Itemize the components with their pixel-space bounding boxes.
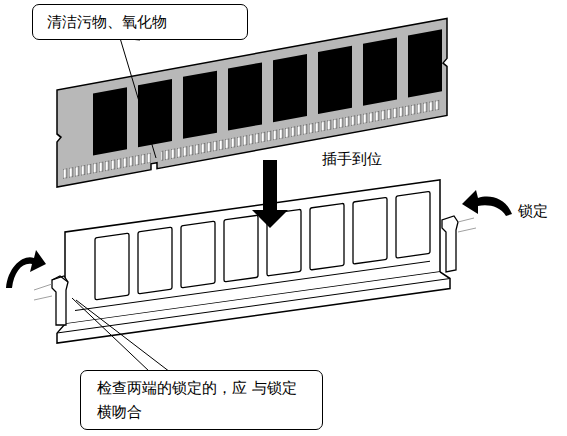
memory-slot	[57, 179, 450, 344]
memory-chip	[138, 79, 172, 147]
slot-latch	[34, 216, 476, 325]
slot-window	[95, 233, 129, 300]
memory-chip	[363, 38, 397, 106]
leader-line	[120, 38, 156, 158]
memory-chip	[93, 87, 127, 155]
slot-window	[396, 191, 430, 258]
rotate-arrow	[6, 250, 46, 288]
memory-chip	[273, 54, 307, 122]
rotate-arrow	[462, 190, 512, 216]
memory-chip	[183, 71, 217, 139]
memory-chip	[408, 29, 442, 97]
memory-chip	[318, 46, 352, 114]
slot-window	[138, 227, 172, 294]
callout-text: 检查两端的锁定的，应 与锁定横吻合	[97, 376, 306, 424]
memory-module	[57, 18, 447, 187]
insert-arrow	[252, 160, 288, 228]
memory-chip	[228, 62, 262, 130]
slot-window	[224, 215, 258, 282]
callout-box: 检查两端的锁定的，应 与锁定横吻合	[80, 370, 323, 430]
annotation-label: 插手到位	[320, 150, 384, 169]
callout-text: 清洁污物、氧化物	[47, 10, 233, 34]
annotation-label: 锁定	[516, 202, 550, 221]
leader-line	[72, 298, 170, 372]
callout-box: 清洁污物、氧化物	[32, 4, 248, 40]
slot-window	[310, 203, 344, 270]
slot-window	[353, 197, 387, 264]
slot-window	[181, 221, 215, 288]
